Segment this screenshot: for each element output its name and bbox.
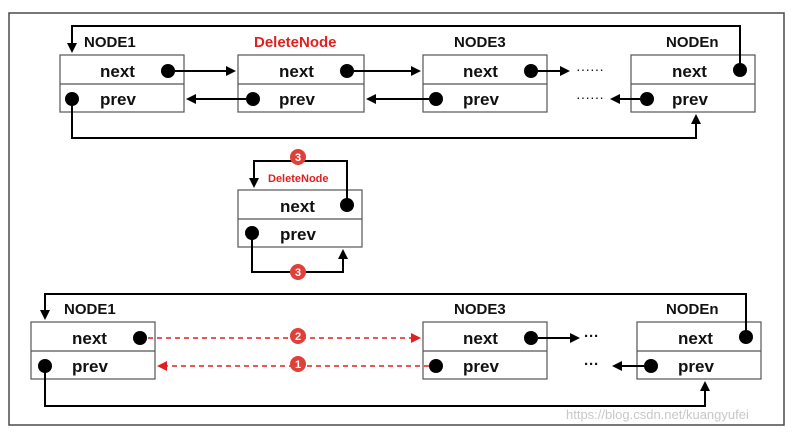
top-node1: NODE1 next prev: [59, 34, 185, 113]
bottom-node1: NODE1 next prev: [30, 301, 156, 380]
bottom-noden-prev-dot: [644, 359, 658, 373]
top-noden-next: next: [672, 62, 707, 81]
top-delete-node-prev-dot: [246, 92, 260, 106]
top-noden-title: NODEn: [666, 34, 719, 51]
watermark-text: https://blog.csdn.net/kuangyufei: [566, 407, 749, 422]
bottom-step-badge-prev-label: 1: [295, 359, 301, 371]
top-delete-node: DeleteNode next prev: [237, 34, 365, 113]
bottom-node3-next-dot: [524, 331, 538, 345]
bottom-node3: NODE3 next prev: [422, 301, 548, 380]
middle-step-badge-top: [290, 149, 306, 165]
bottom-node1-title: NODE1: [64, 301, 116, 318]
top-arrow-n1-to-noden: [71, 99, 701, 139]
top-delete-node-title: DeleteNode: [254, 34, 337, 51]
bottom-node3-prev-dot: [429, 359, 443, 373]
middle-delete-node-next: next: [280, 197, 315, 216]
top-delete-node-next-dot: [340, 64, 354, 78]
top-row: NODE1 next prev DeleteNode next prev NOD…: [59, 25, 756, 139]
top-arrow-noden-to-n1: [67, 25, 741, 70]
middle-delete-node-title: DeleteNode: [268, 173, 329, 185]
top-delete-node-prev: prev: [279, 90, 315, 109]
bottom-node3-title: NODE3: [454, 301, 506, 318]
bottom-noden-title: NODEn: [666, 301, 719, 318]
bottom-node3-prev: prev: [463, 357, 499, 376]
bottom-arrow-n1-to-noden: [44, 366, 710, 407]
middle-step-badge-bottom: [290, 264, 306, 280]
bottom-step-badge-next-label: 2: [295, 331, 301, 343]
bottom-ellipsis-prev: ···: [584, 356, 599, 373]
top-node3-prev: prev: [463, 90, 499, 109]
bottom-ellipsis-next: ···: [584, 328, 599, 345]
middle-delete-node: DeleteNode next prev 3 3: [237, 149, 363, 280]
bottom-node1-next: next: [72, 329, 107, 348]
top-node1-title: NODE1: [84, 34, 136, 51]
top-noden-prev-dot: [640, 92, 654, 106]
bottom-row: NODE1 next prev NODE3 next prev NODEn ne…: [30, 293, 762, 407]
middle-step-badge-bottom-label: 3: [295, 267, 301, 279]
bottom-node1-next-dot: [133, 331, 147, 345]
top-node1-next-dot: [161, 64, 175, 78]
bottom-node1-prev: prev: [72, 357, 108, 376]
top-node3-title: NODE3: [454, 34, 506, 51]
middle-delete-node-prev: prev: [280, 225, 316, 244]
top-noden-prev: prev: [672, 90, 708, 109]
bottom-noden-next: next: [678, 329, 713, 348]
outer-frame: [8, 12, 785, 426]
top-ellipsis-prev: ······: [576, 89, 604, 105]
top-node3-next: next: [463, 62, 498, 81]
bottom-noden-prev: prev: [678, 357, 714, 376]
top-node3: NODE3 next prev: [422, 34, 548, 113]
top-noden: NODEn next prev: [630, 34, 756, 113]
top-node1-prev: prev: [100, 90, 136, 109]
bottom-step-badge-next: [290, 328, 306, 344]
bottom-noden: NODEn next prev: [636, 301, 762, 380]
top-node3-prev-dot: [429, 92, 443, 106]
top-delete-node-next: next: [279, 62, 314, 81]
middle-step-badge-top-label: 3: [295, 152, 301, 164]
top-node3-next-dot: [524, 64, 538, 78]
bottom-step-badge-prev: [290, 356, 306, 372]
top-node1-next: next: [100, 62, 135, 81]
bottom-arrow-noden-to-n1: [40, 293, 747, 337]
top-ellipsis-next: ······: [576, 61, 604, 77]
bottom-node3-next: next: [463, 329, 498, 348]
